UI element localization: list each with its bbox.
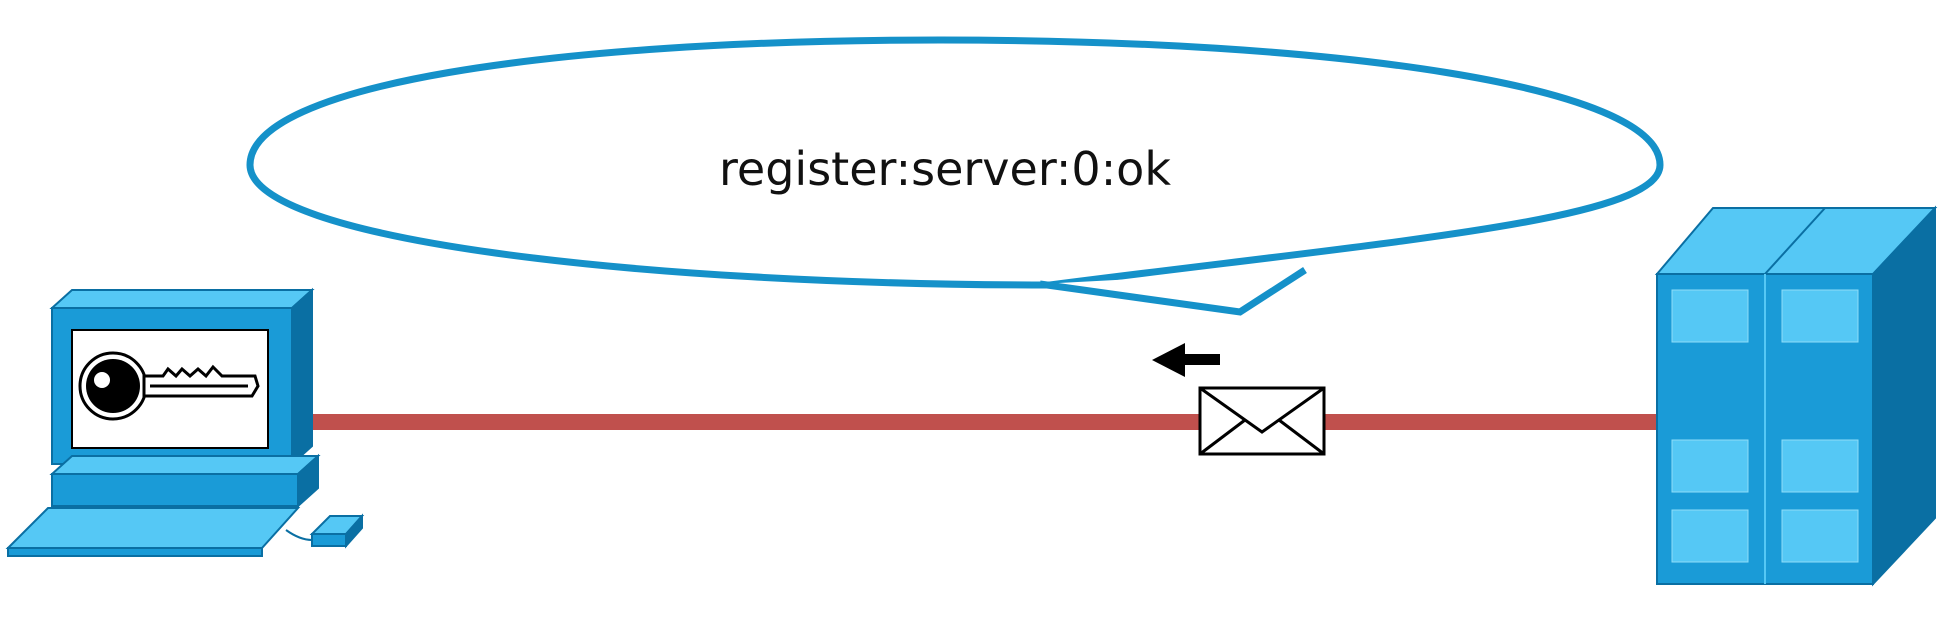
server-panel bbox=[1671, 289, 1749, 343]
network-link-line bbox=[312, 414, 1657, 430]
speech-bubble-outline bbox=[246, 36, 1664, 289]
envelope-icon bbox=[1198, 386, 1326, 456]
server-panel bbox=[1671, 509, 1749, 563]
left-arrow-icon bbox=[1152, 343, 1220, 377]
key-icon bbox=[78, 351, 260, 421]
server-panel bbox=[1671, 439, 1749, 493]
bubble-message: register:server:0:ok bbox=[719, 142, 1171, 196]
client-computer-with-key-icon bbox=[5, 287, 365, 557]
server-tower-icon bbox=[1654, 205, 1938, 587]
speech-bubble: register:server:0:ok bbox=[246, 36, 1664, 316]
speech-bubble-tail bbox=[1039, 267, 1307, 316]
server-panel bbox=[1781, 289, 1859, 343]
server-panel bbox=[1781, 509, 1859, 563]
server-panel bbox=[1781, 439, 1859, 493]
